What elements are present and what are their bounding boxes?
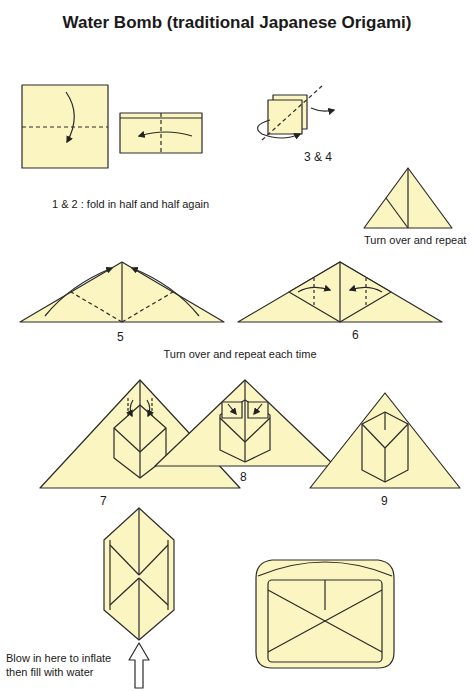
paper-square-stroke bbox=[66, 92, 74, 142]
triangle-step-stroke bbox=[139, 380, 140, 478]
triangle-step-stroke bbox=[20, 262, 224, 322]
paper-square bbox=[22, 85, 108, 168]
origami-illustration-stroke bbox=[20, 85, 460, 688]
inflated-water-bomb-stroke bbox=[325, 590, 382, 621]
triangle-step-stroke bbox=[362, 412, 408, 482]
callout-number: 9 bbox=[381, 494, 401, 509]
inflate-arrow bbox=[129, 643, 149, 688]
folded-water-bomb-stroke bbox=[110, 578, 139, 605]
triangle-step-stroke bbox=[339, 262, 340, 322]
callout-number: 7 bbox=[100, 494, 120, 509]
paper-square-stroke bbox=[22, 126, 108, 127]
inflated-water-bomb-stroke bbox=[268, 590, 325, 621]
triangle-base-stroke bbox=[386, 198, 408, 228]
step-caption: 1 & 2 : fold in half and half again bbox=[52, 198, 252, 212]
inflated-water-bomb-stroke bbox=[268, 621, 325, 652]
callout-number: 3 & 4 bbox=[304, 150, 344, 165]
triangle-step-stroke bbox=[147, 400, 150, 416]
folded-square-stroke bbox=[268, 100, 302, 134]
triangle-step bbox=[310, 393, 460, 488]
triangle-step-stroke bbox=[385, 424, 408, 448]
folded-water-bomb-stroke bbox=[167, 540, 168, 610]
triangle-step-stroke bbox=[155, 380, 335, 466]
triangle-step-stroke bbox=[350, 287, 382, 292]
triangle-step-stroke bbox=[122, 292, 173, 322]
step-caption: Turn over and repeat each time bbox=[120, 348, 360, 362]
folded-water-bomb-stroke bbox=[104, 508, 174, 640]
triangle-step-stroke bbox=[289, 262, 391, 322]
triangle-step-stroke bbox=[140, 428, 166, 452]
folded-water-bomb bbox=[104, 508, 174, 640]
inflate-arrow-stroke bbox=[129, 643, 149, 688]
folded-rectangle-stroke bbox=[139, 132, 192, 136]
folded-rectangle-stroke bbox=[120, 113, 202, 153]
paper-square-stroke bbox=[22, 85, 108, 168]
triangle-step-stroke bbox=[71, 292, 122, 322]
folded-square-stroke bbox=[258, 120, 301, 138]
triangle-step-stroke bbox=[132, 268, 199, 316]
triangle-step-stroke bbox=[121, 262, 122, 322]
triangle-step bbox=[20, 262, 224, 322]
triangle-step-stroke bbox=[384, 412, 385, 430]
folded-water-bomb-stroke bbox=[138, 578, 139, 640]
callout-number: 5 bbox=[117, 330, 137, 345]
callout-number: 8 bbox=[240, 470, 260, 485]
triangle-step-stroke bbox=[244, 380, 245, 462]
triangle-step-stroke bbox=[151, 398, 152, 418]
inflated-water-bomb-stroke bbox=[324, 580, 325, 610]
triangle-base-stroke bbox=[364, 168, 452, 228]
folded-rectangle-stroke bbox=[120, 117, 202, 118]
folded-rectangle bbox=[120, 113, 202, 153]
triangle-step-stroke bbox=[248, 402, 268, 418]
folded-rectangle-stroke bbox=[160, 113, 161, 153]
triangle-step-stroke bbox=[245, 418, 270, 442]
triangle-step-stroke bbox=[114, 428, 140, 452]
inflated-water-bomb-stroke bbox=[268, 580, 382, 662]
triangle-step-stroke bbox=[384, 448, 385, 482]
callout-number: 6 bbox=[352, 328, 372, 343]
folded-water-bomb-stroke bbox=[109, 540, 110, 610]
triangle-step-stroke bbox=[130, 400, 133, 416]
triangle-step-stroke bbox=[362, 424, 385, 448]
folded-water-bomb-stroke bbox=[139, 545, 168, 575]
triangle-step-stroke bbox=[313, 278, 314, 307]
triangle-step-stroke bbox=[254, 404, 262, 414]
folded-square-stroke bbox=[311, 108, 334, 111]
folded-water-bomb-stroke bbox=[110, 545, 139, 575]
inflated-water-bomb-stroke bbox=[256, 560, 394, 668]
triangle-step-stroke bbox=[45, 268, 112, 316]
triangle-step-stroke bbox=[365, 278, 366, 307]
inflated-water-bomb-stroke bbox=[325, 621, 382, 652]
triangle-step-stroke bbox=[127, 398, 128, 418]
triangle-step-stroke bbox=[228, 404, 236, 414]
triangle-step bbox=[155, 380, 335, 466]
triangle-step bbox=[238, 262, 442, 322]
step-caption: Turn over and repeat bbox=[364, 234, 470, 248]
folded-water-bomb-stroke bbox=[138, 508, 139, 575]
triangle-step-stroke bbox=[298, 287, 330, 292]
folded-water-bomb-stroke bbox=[139, 578, 168, 605]
triangle-step-stroke bbox=[220, 418, 245, 442]
instruction-note: Blow in here to inflate then fill with w… bbox=[6, 652, 124, 680]
folded-square-stroke bbox=[262, 86, 322, 140]
triangle-base bbox=[364, 168, 452, 228]
triangle-step-stroke bbox=[222, 402, 242, 418]
triangle-base-stroke bbox=[407, 168, 408, 228]
triangle-step-stroke bbox=[310, 393, 460, 488]
title: Water Bomb (traditional Japanese Origami… bbox=[4, 12, 470, 33]
inflated-water-bomb bbox=[256, 560, 394, 668]
inflated-water-bomb-stroke bbox=[258, 562, 392, 576]
triangle-step-stroke bbox=[238, 262, 442, 322]
folded-square bbox=[258, 86, 335, 140]
